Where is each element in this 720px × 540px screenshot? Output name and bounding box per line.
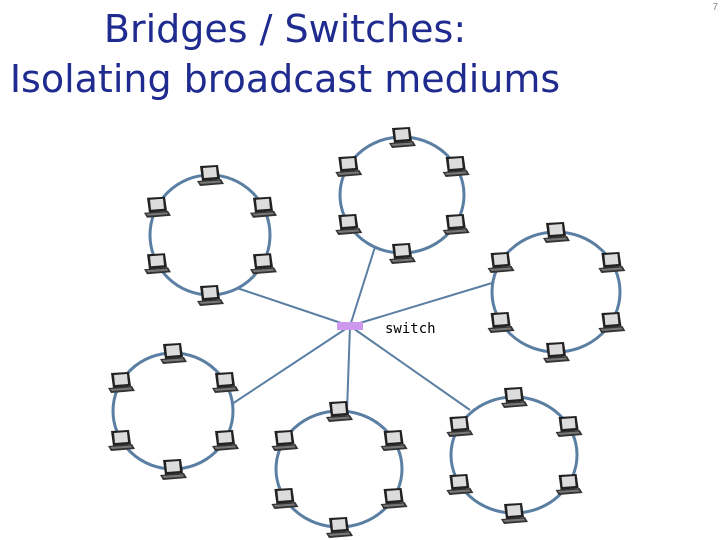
ring-top-center <box>335 127 470 264</box>
computer-icon <box>108 372 135 393</box>
ring-cable <box>338 135 466 255</box>
computer-icon <box>250 196 277 218</box>
computer-icon <box>144 253 171 275</box>
ring-right <box>487 222 626 363</box>
ring-cable <box>111 351 235 471</box>
ring-cable <box>490 230 622 354</box>
computer-icon <box>271 488 299 509</box>
computer-icon <box>446 474 474 495</box>
ring-bottom-left <box>108 343 239 480</box>
ring-bottom-right <box>446 387 583 524</box>
computer-icon <box>442 156 470 177</box>
computer-icon <box>487 312 515 333</box>
computer-icon <box>108 430 135 451</box>
computer-icon <box>335 214 363 235</box>
ring-bottom-center <box>271 401 408 538</box>
switch-links <box>231 246 493 412</box>
computer-icon <box>598 312 626 333</box>
switch-icon <box>337 322 363 330</box>
link-ring-top-left <box>236 287 351 327</box>
computer-icon <box>271 430 299 451</box>
link-ring-top-center <box>349 246 376 327</box>
slide-title-line-2: Isolating broadcast mediums <box>9 57 561 101</box>
link-ring-bottom-right <box>349 325 471 411</box>
link-ring-bottom-center <box>346 325 351 412</box>
computer-icon <box>487 252 515 273</box>
slide-title-line-1: Bridges / Switches: <box>103 7 467 51</box>
link-ring-bottom-left <box>231 325 351 405</box>
slide-number: 7 <box>712 2 718 13</box>
link-ring-right <box>349 282 493 327</box>
ring-cable <box>148 173 272 297</box>
computer-icon <box>598 252 626 273</box>
computer-icon <box>446 416 474 437</box>
computer-icon <box>212 372 239 393</box>
rings <box>108 127 626 538</box>
computer-icon <box>380 430 408 451</box>
ring-cable <box>449 395 579 515</box>
ring-top-left <box>144 165 277 306</box>
computer-icon <box>555 416 583 437</box>
computer-icon <box>555 474 583 495</box>
computer-icon <box>442 214 470 235</box>
computer-icon <box>144 196 171 218</box>
computer-icon <box>212 430 239 451</box>
switch-label: switch <box>385 321 436 337</box>
computer-icon <box>380 488 408 509</box>
ring-cable <box>274 409 404 529</box>
computer-icon <box>250 253 277 275</box>
computer-icon <box>335 156 363 177</box>
